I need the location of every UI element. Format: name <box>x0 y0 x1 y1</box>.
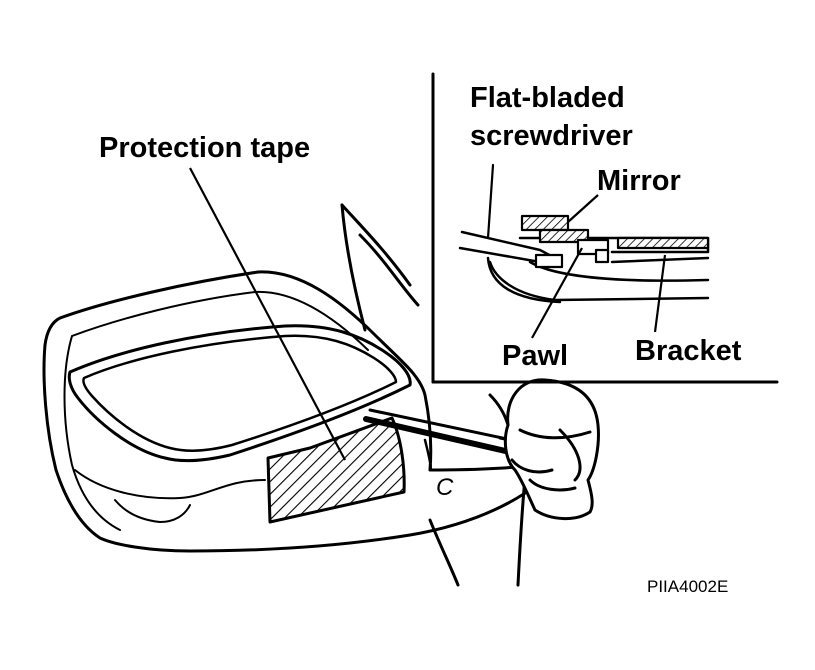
hand <box>488 378 600 520</box>
mirror-glass-rim <box>67 324 412 463</box>
mirror-label: Mirror <box>597 165 681 197</box>
protection-tape-label: Protection tape <box>99 132 311 164</box>
pawl-label: Pawl <box>502 340 569 372</box>
mirror-glass-section <box>520 214 570 232</box>
bracket-label: Bracket <box>635 335 742 367</box>
screwdriver-label-line1: Flat-bladed <box>470 82 625 114</box>
screwdriver-label-line2: screwdriver <box>470 120 633 152</box>
mirror-housing <box>42 270 562 553</box>
pawl-leader <box>531 247 583 339</box>
mirror-assembly <box>42 203 562 587</box>
mirror-leader <box>567 194 599 223</box>
protection-tape <box>266 416 406 524</box>
mirror-arm <box>340 203 367 332</box>
figure-code: PIIA4002E <box>647 577 729 596</box>
bracket-leader <box>653 254 667 333</box>
housing-mark: C <box>436 474 454 501</box>
protection-tape-leader <box>189 167 346 461</box>
bracket-section <box>616 236 710 250</box>
